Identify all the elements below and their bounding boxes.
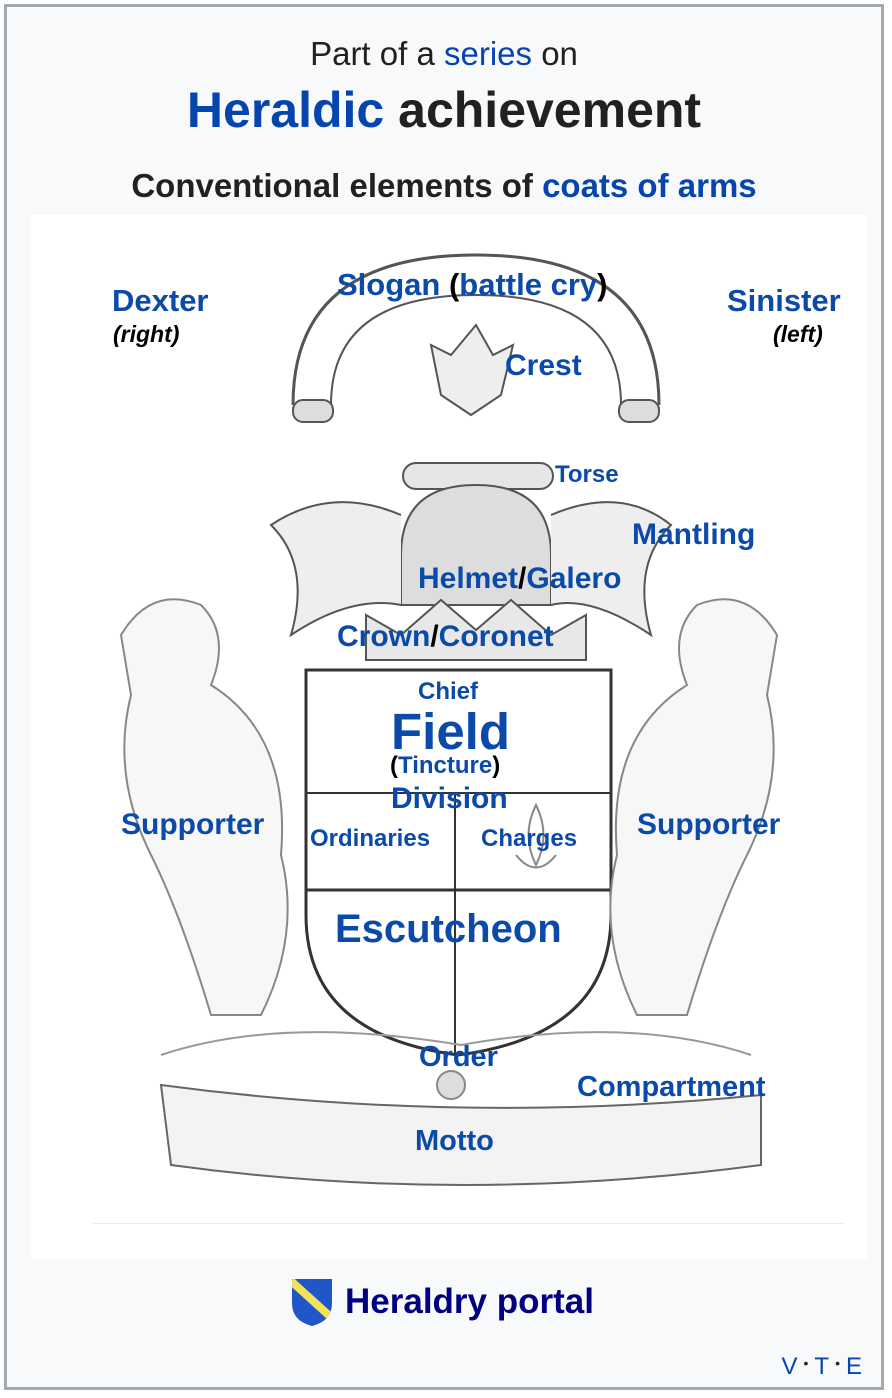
label-supporter-right[interactable]: Supporter	[637, 808, 781, 841]
series-link[interactable]: series	[443, 35, 533, 72]
label-division[interactable]: Division	[391, 782, 508, 815]
edit-link[interactable]: E	[845, 1353, 863, 1380]
sinister-note: (left)	[773, 321, 823, 347]
page-title: Heraldic achievement	[7, 81, 881, 139]
slash: /	[430, 620, 439, 653]
label-supporter-left[interactable]: Supporter	[121, 808, 265, 841]
label-chief[interactable]: Chief	[418, 678, 478, 705]
label-crown-coronet: Crown/Coronet	[337, 622, 554, 652]
navbox-links: V•T•E	[781, 1353, 863, 1381]
label-sinister[interactable]: Sinister	[727, 283, 841, 318]
label-torse[interactable]: Torse	[555, 461, 619, 488]
heraldry-portal-link[interactable]: Heraldry portal	[291, 1277, 594, 1327]
battle-cry-link[interactable]: battle cry	[459, 267, 598, 302]
label-escutcheon[interactable]: Escutcheon	[335, 907, 562, 951]
achievement-diagram: Dexter (right) Sinister (left) Slogan (b…	[31, 215, 867, 1259]
slogan-link[interactable]: Slogan	[337, 267, 441, 302]
view-link[interactable]: V	[781, 1353, 799, 1380]
label-helmet-galero: Helmet/Galero	[418, 564, 621, 594]
helmet-link[interactable]: Helmet	[418, 562, 519, 595]
subtitle: Conventional elements of coats of arms	[7, 167, 881, 205]
label-compartment[interactable]: Compartment	[577, 1071, 766, 1103]
talk-link[interactable]: T	[814, 1353, 831, 1380]
coat-of-arms-drawing	[119, 253, 779, 1186]
dexter-note: (right)	[113, 321, 180, 347]
label-order[interactable]: Order	[419, 1041, 498, 1073]
paren-close: )	[492, 752, 501, 779]
divider	[93, 1223, 845, 1224]
separator: •	[835, 1355, 841, 1371]
subtitle-text: Conventional elements of	[131, 167, 533, 204]
series-heading: Part of a series on	[7, 35, 881, 73]
slash: /	[518, 562, 527, 595]
label-ordinaries[interactable]: Ordinaries	[310, 825, 431, 852]
label-motto[interactable]: Motto	[415, 1125, 494, 1157]
paren-open: (	[390, 752, 398, 779]
label-slogan: Slogan (battle cry)	[337, 269, 607, 300]
post-text: on	[541, 35, 578, 72]
label-mantling[interactable]: Mantling	[632, 518, 756, 551]
label-dexter[interactable]: Dexter	[112, 283, 209, 318]
heraldic-link[interactable]: Heraldic	[186, 82, 385, 138]
label-field[interactable]: Field	[391, 703, 511, 760]
separator: •	[803, 1355, 810, 1371]
coronet-link[interactable]: Coronet	[438, 620, 554, 653]
sidebar-box: Part of a series on Heraldic achievement…	[4, 4, 884, 1390]
coats-of-arms-link[interactable]: coats of arms	[542, 167, 757, 204]
label-crest[interactable]: Crest	[505, 349, 582, 382]
paren-close: )	[597, 267, 608, 302]
title-rest: achievement	[398, 82, 702, 138]
label-charges[interactable]: Charges	[481, 825, 578, 852]
heraldry-shield-icon	[292, 1279, 332, 1326]
crown-link[interactable]: Crown	[337, 620, 431, 653]
tincture-link[interactable]: Tincture	[398, 752, 493, 779]
paren-open: (	[448, 267, 460, 302]
label-tincture: (Tincture)	[390, 754, 500, 778]
pre-text: Part of a	[310, 35, 435, 72]
galero-link[interactable]: Galero	[526, 562, 622, 595]
portal-label: Heraldry portal	[345, 1282, 594, 1321]
